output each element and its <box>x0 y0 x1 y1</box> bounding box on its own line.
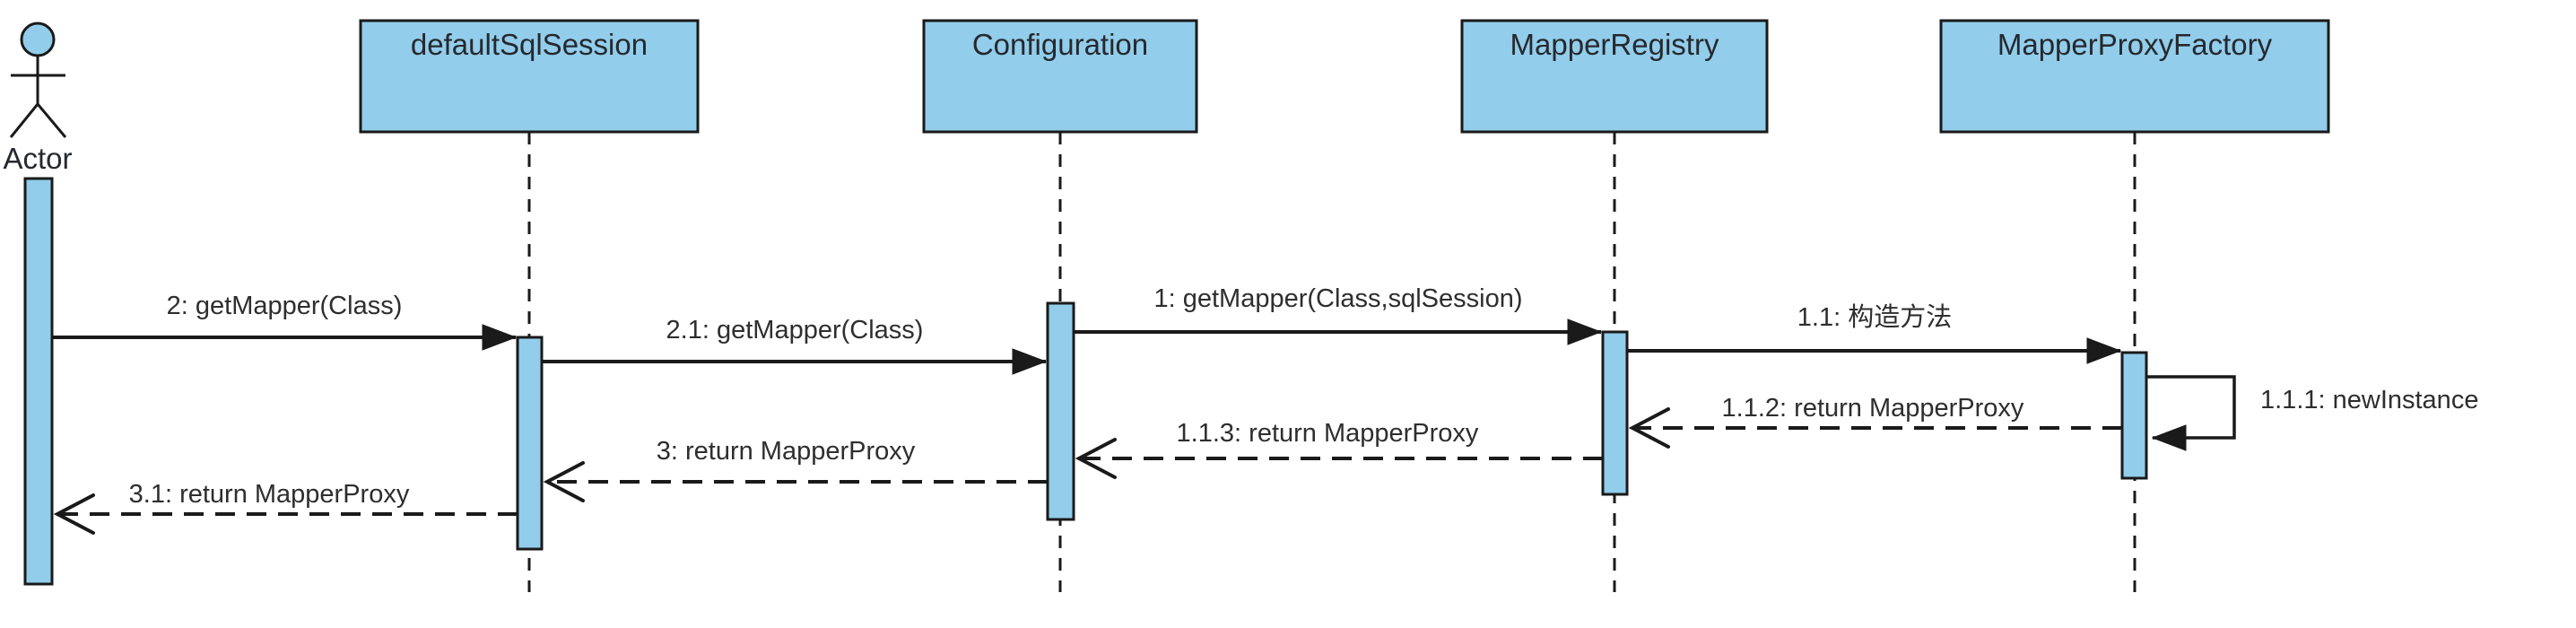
actor-leg-right <box>36 103 67 138</box>
message-1-1-2-return: 1.1.2: return MapperProxy <box>1628 394 2122 449</box>
participant-label: MapperRegistry <box>1510 28 1719 61</box>
participant-label: MapperProxyFactory <box>1997 28 2273 61</box>
participant-label: defaultSqlSession <box>411 28 648 61</box>
participant-mapperregistry: MapperRegistry <box>1460 19 1769 134</box>
participant-label: Configuration <box>972 28 1148 61</box>
participant-box <box>922 19 1198 134</box>
activation-bar-mapperregistry <box>1601 330 1629 496</box>
message-label: 2.1: getMapper(Class) <box>666 316 924 345</box>
participant-configuration: Configuration <box>922 19 1198 134</box>
message-label: 1.1.1: newInstance <box>2260 386 2478 414</box>
message-1-1-1-newinstance-self: 1.1.1: newInstance <box>2146 375 2478 451</box>
message-2-getmapper: 2: getMapper(Class) <box>52 292 518 351</box>
message-1-1-constructor: 1.1: 构造方法 <box>1627 302 2122 364</box>
actor-head <box>20 22 56 57</box>
participant-box <box>359 19 700 134</box>
message-label: 1.1.3: return MapperProxy <box>1177 419 1479 448</box>
activation-bar-defaultsqlsession <box>516 336 544 551</box>
message-label: 3: return MapperProxy <box>657 437 916 466</box>
message-label: 1.1: 构造方法 <box>1797 302 1952 332</box>
participant-box <box>1460 19 1769 134</box>
actor-label: Actor <box>3 142 72 175</box>
participant-defaultsqlsession: defaultSqlSession <box>359 19 700 134</box>
actor-leg-left <box>9 103 39 138</box>
message-label: 3.1: return MapperProxy <box>129 480 410 509</box>
participant-box <box>1939 19 2330 134</box>
message-label: 1: getMapper(Class,sqlSession) <box>1153 284 1522 313</box>
activation-bar-mapperproxyfactory <box>2120 351 2148 480</box>
actor-activation-bar <box>23 177 54 586</box>
message-1-1-3-return: 1.1.3: return MapperProxy <box>1075 419 1603 479</box>
message-3-1-return: 3.1: return MapperProxy <box>53 480 518 535</box>
self-message-loop <box>2146 375 2236 451</box>
message-3-return: 3: return MapperProxy <box>543 437 1048 502</box>
activation-bar-configuration <box>1046 301 1075 521</box>
message-2-1-getmapper: 2.1: getMapper(Class) <box>542 316 1048 375</box>
message-label: 2: getMapper(Class) <box>167 292 403 320</box>
message-label: 1.1.2: return MapperProxy <box>1722 394 2024 423</box>
participant-mapperproxyfactory: MapperProxyFactory <box>1939 19 2330 134</box>
participant-actor: Actor <box>3 22 73 586</box>
message-1-getmapper: 1: getMapper(Class,sqlSession) <box>1074 284 1603 345</box>
